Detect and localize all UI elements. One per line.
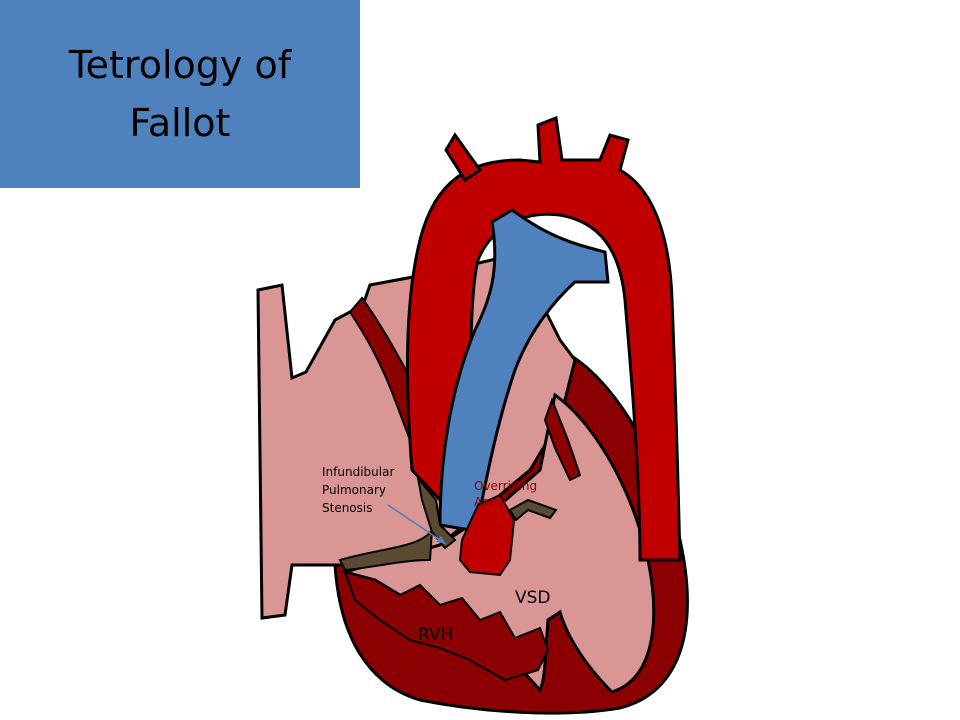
pulmonary-valve bbox=[338, 526, 434, 572]
label-aorta-2: Aorta bbox=[474, 495, 506, 509]
label-vsd: VSD bbox=[515, 588, 551, 608]
title-box: Tetrology of Fallot bbox=[0, 0, 360, 188]
aorta-root bbox=[458, 493, 516, 577]
label-stenosis-2: Pulmonary bbox=[322, 483, 386, 497]
stenosis-arrowhead bbox=[436, 536, 446, 544]
rvh-muscle bbox=[343, 570, 550, 682]
aortic-valve bbox=[508, 498, 558, 522]
aorta-branch-left bbox=[444, 132, 483, 183]
slide-title: Tetrology of Fallot bbox=[68, 43, 292, 145]
mitral-valve bbox=[543, 397, 582, 482]
pulmonary-artery bbox=[438, 208, 610, 532]
stenosis-valve bbox=[416, 474, 457, 550]
label-rvh: RVH bbox=[418, 625, 453, 645]
stenosis-arrow bbox=[387, 504, 447, 545]
label-aorta-1: Overriding bbox=[474, 479, 537, 493]
label-stenosis-3: Stenosis bbox=[322, 501, 373, 515]
label-stenosis-1: Infundibular bbox=[322, 465, 394, 479]
